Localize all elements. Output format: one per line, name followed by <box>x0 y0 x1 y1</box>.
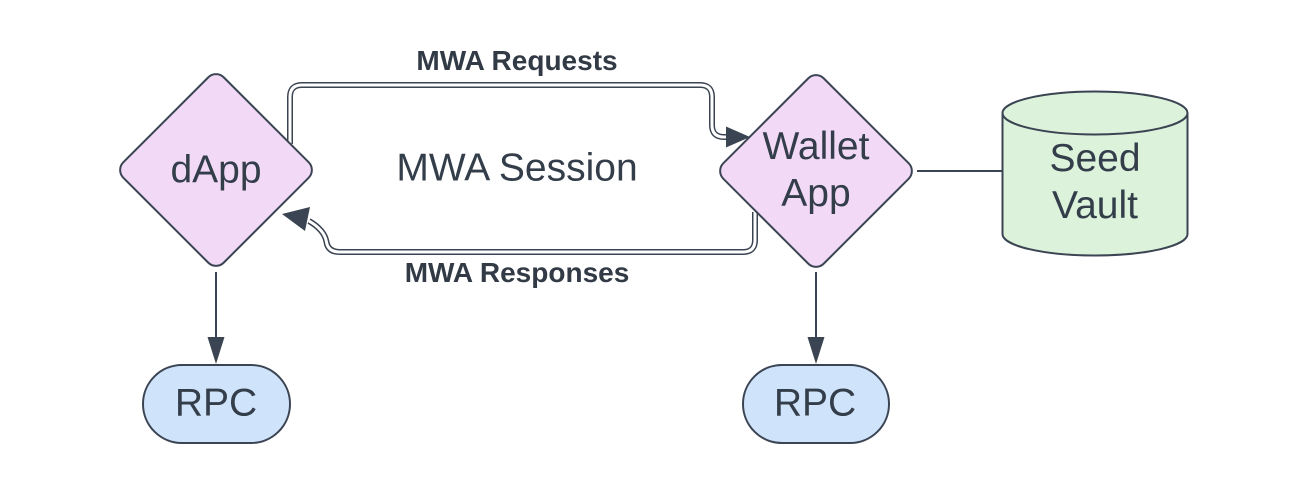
seed-vault-rim <box>1001 112 1189 136</box>
mwa-session-label: MWA Session <box>396 146 638 190</box>
wallet-app-node <box>719 74 913 268</box>
dapp-label: dApp <box>170 148 262 192</box>
mwa-requests-edge-line <box>287 82 729 144</box>
wallet-rpc-edge <box>807 272 825 364</box>
rpc-left-node <box>142 364 291 444</box>
seed-vault-label: Seed Vault <box>1049 137 1141 227</box>
dapp-rpc-edge <box>207 272 225 364</box>
mwa-responses-edge <box>282 207 758 255</box>
dapp-node <box>119 73 313 267</box>
mwa-requests-edge <box>287 82 750 148</box>
rpc-right-label: RPC <box>773 381 857 425</box>
mwa-responses-edge-line <box>307 212 758 255</box>
mwa-responses-label: MWA Responses <box>404 257 630 288</box>
mwa-responses-arrowhead-icon <box>282 207 310 231</box>
wallet-rpc-arrowhead-icon <box>807 337 825 364</box>
seed-vault-node <box>1001 90 1189 257</box>
mwa-requests-arrowhead-icon <box>726 126 750 148</box>
rpc-left-label: RPC <box>174 381 258 425</box>
mwa-responses-edge-line-inner <box>308 212 757 254</box>
wallet-app-label: Wallet App <box>762 125 870 215</box>
mwa-requests-edge-line-inner <box>288 83 729 144</box>
rpc-right-node <box>742 364 890 444</box>
dapp-rpc-arrowhead-icon <box>207 337 225 364</box>
mwa-requests-label: MWA Requests <box>416 45 618 76</box>
